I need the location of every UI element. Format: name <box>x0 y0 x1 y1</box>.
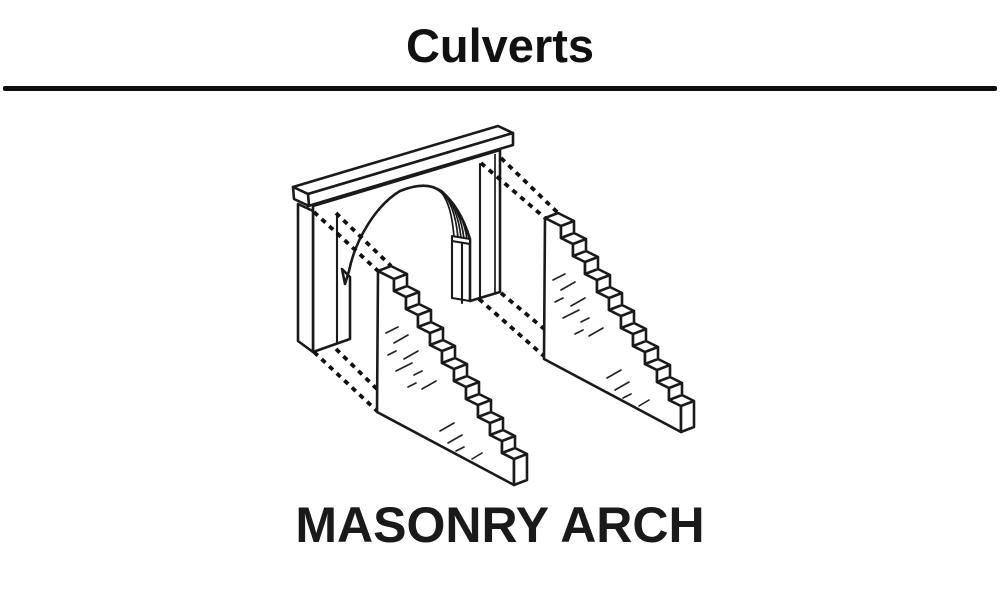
portal-side-face <box>296 202 315 354</box>
alignment-dotted-lines <box>312 156 560 413</box>
arch-ribs <box>436 187 468 240</box>
arch-ring-seat <box>450 234 472 246</box>
figure-caption: MASONRY ARCH <box>295 497 705 553</box>
right-wing-wall <box>542 211 696 434</box>
right-jamb-lines <box>450 239 472 305</box>
title-divider <box>3 86 997 91</box>
page-title: Culverts <box>405 19 595 72</box>
arch-portal <box>291 124 515 354</box>
cap-beam <box>291 124 515 208</box>
